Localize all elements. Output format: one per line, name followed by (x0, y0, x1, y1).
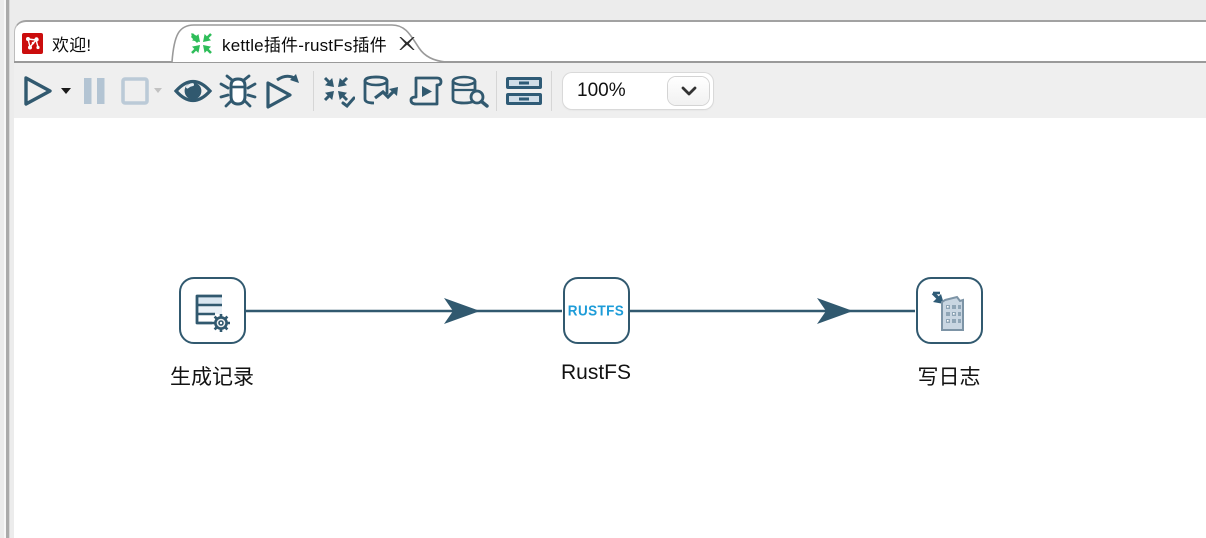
toolbar-separator (496, 70, 497, 111)
rustfs-icon: RUSTFS (562, 277, 630, 344)
show-execution-results-button[interactable] (504, 70, 544, 112)
toolbar-separator (313, 70, 314, 111)
close-tab-icon[interactable] (399, 36, 415, 51)
zoom-level-value: 100% (577, 79, 626, 101)
step-rustfs[interactable]: RUSTFS RustFS (546, 277, 646, 385)
step-write-log[interactable]: 写日志 (899, 277, 999, 391)
left-sash[interactable] (0, 0, 14, 538)
step-label: RustFS (560, 361, 631, 384)
replay-button[interactable] (263, 70, 303, 112)
tab-transformation[interactable]: kettle插件-rustFs插件 (190, 24, 428, 62)
step-generate-rows[interactable]: 生成记录 (162, 277, 262, 391)
zoom-dropdown-button[interactable] (668, 76, 709, 105)
step-label: 写日志 (917, 366, 981, 389)
step-label: 生成记录 (170, 366, 254, 389)
generate-sql-button[interactable] (407, 70, 443, 112)
kettle-logo-icon (22, 32, 43, 54)
verify-transformation-button[interactable] (321, 70, 355, 112)
zoom-level-combo[interactable]: 100% (563, 72, 713, 109)
impact-analysis-button[interactable] (361, 70, 401, 112)
tab-bar-border (14, 61, 1206, 63)
generate-rows-icon (178, 277, 246, 344)
explore-database-button[interactable] (449, 70, 489, 112)
run-button[interactable] (20, 70, 72, 112)
rustfs-logo-text: RUSTFS (567, 302, 625, 319)
gear-icon (212, 313, 230, 332)
transformation-icon (190, 32, 213, 55)
tab-welcome[interactable]: 欢迎! (22, 24, 157, 62)
main-toolbar: 100% (14, 63, 1206, 118)
active-tab-outline (171, 24, 447, 63)
run-dropdown-icon (61, 87, 71, 94)
tab-welcome-label: 欢迎! (52, 35, 92, 55)
chevron-down-icon (681, 86, 696, 95)
debug-button[interactable] (219, 70, 257, 112)
pause-button[interactable] (82, 70, 108, 112)
stop-dropdown-icon (154, 88, 162, 93)
preview-button[interactable] (173, 70, 213, 112)
write-log-icon (915, 277, 983, 344)
toolbar-separator (551, 70, 552, 111)
stop-button[interactable] (120, 70, 163, 112)
tab-transformation-label: kettle插件-rustFs插件 (222, 35, 387, 55)
